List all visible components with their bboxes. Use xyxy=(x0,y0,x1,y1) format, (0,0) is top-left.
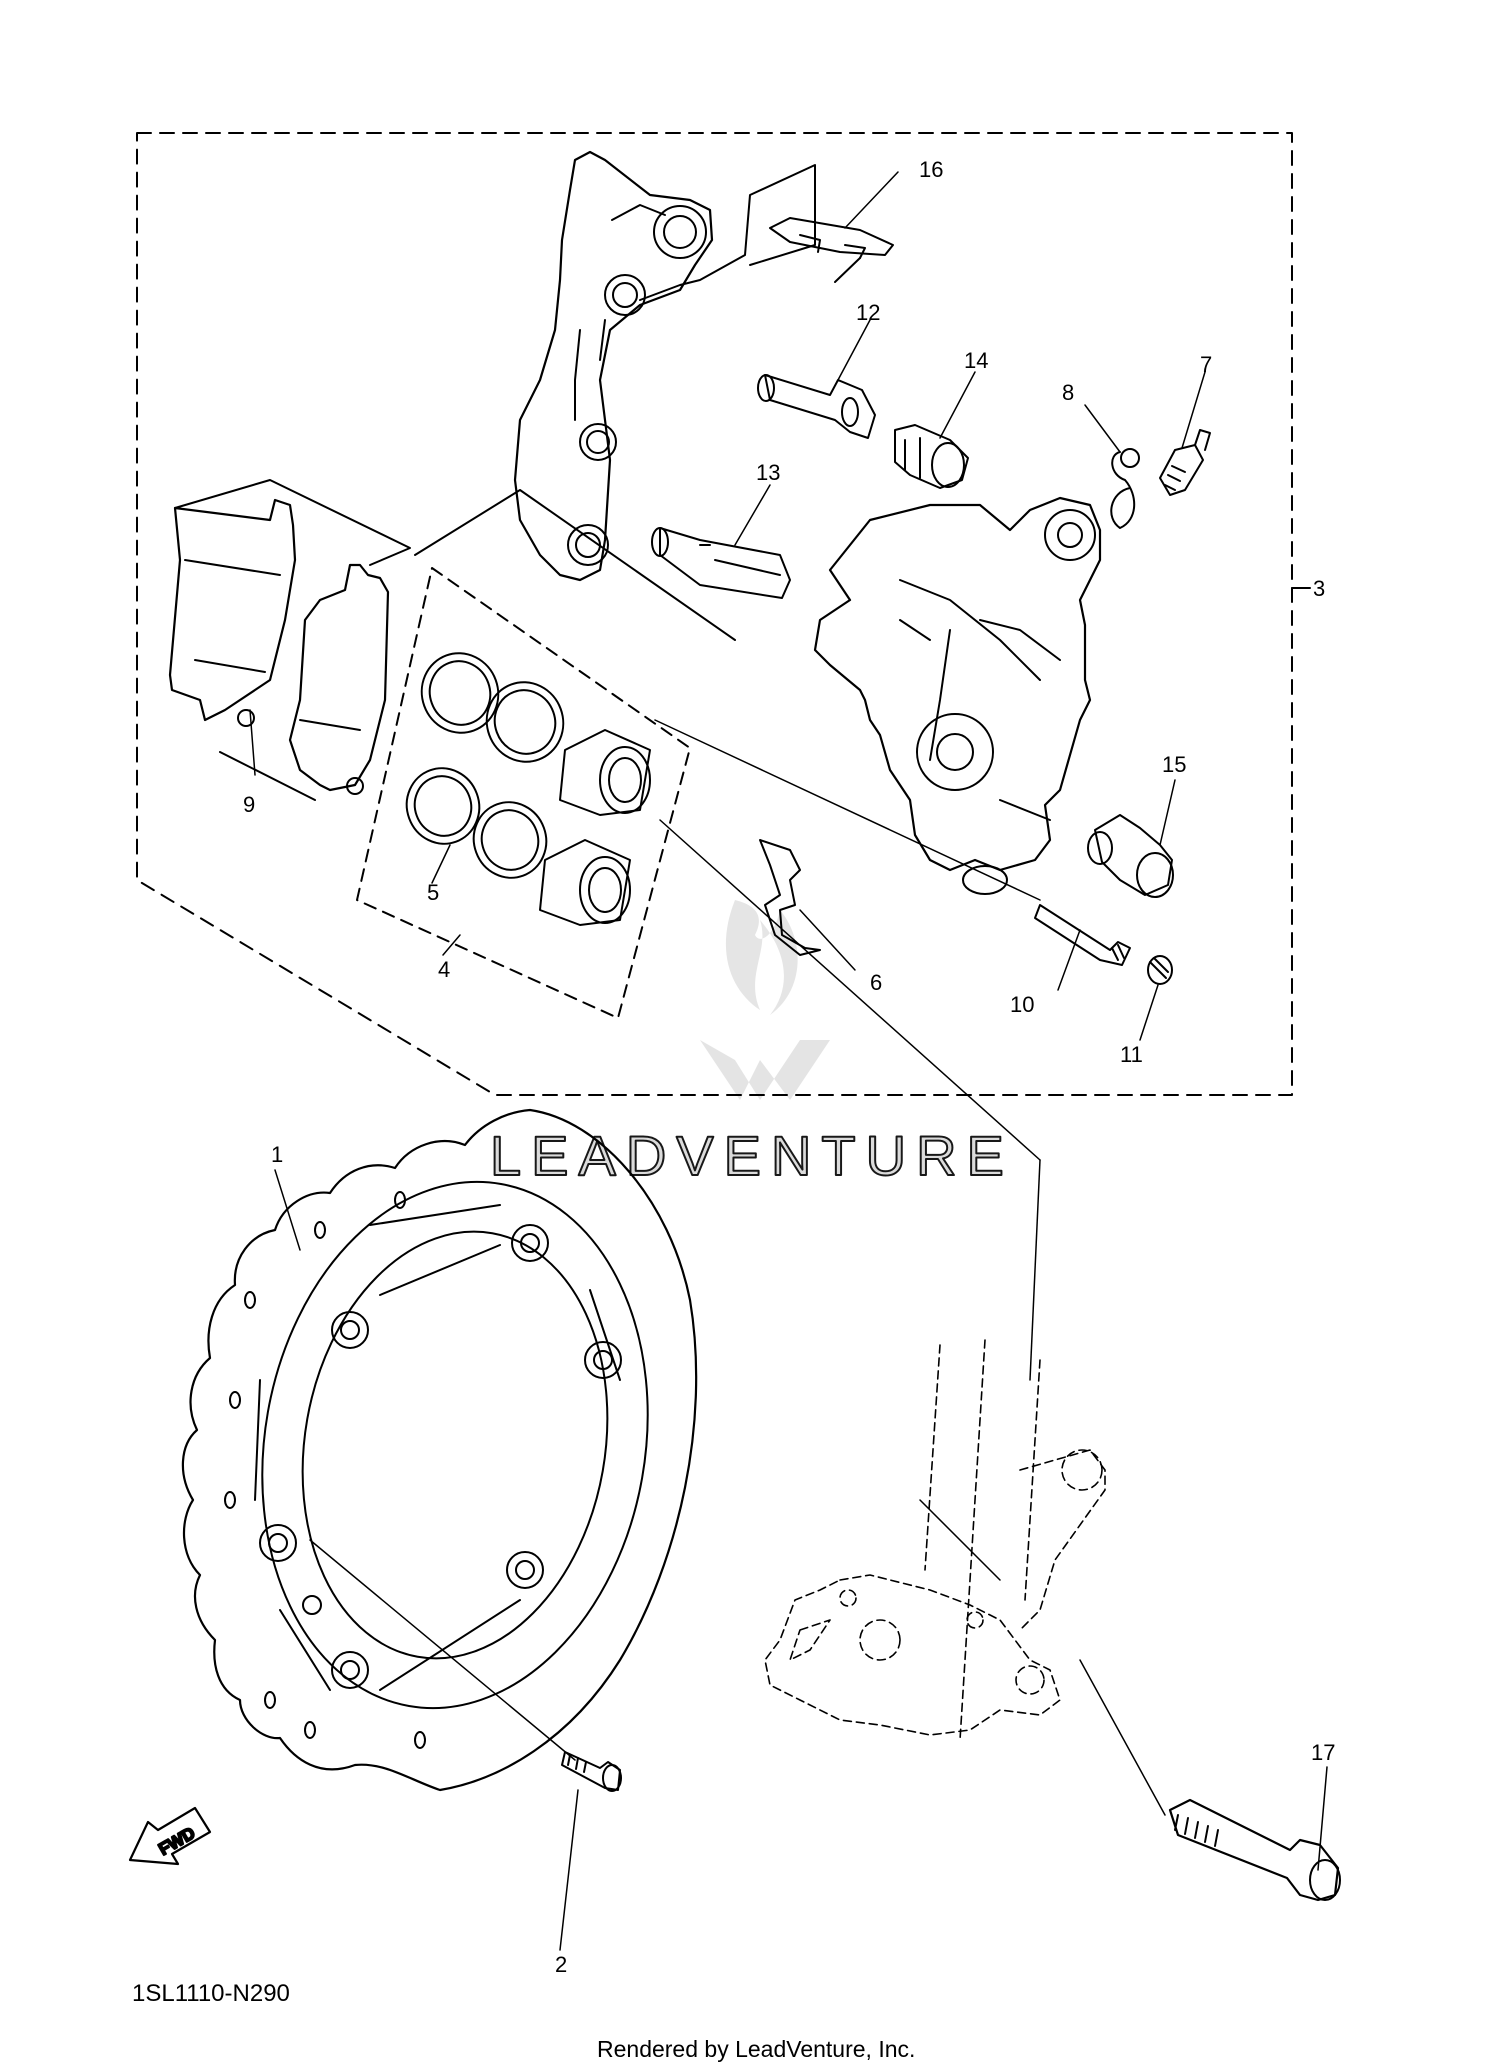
pad-spring-guide xyxy=(639,164,816,301)
callout-16: 16 xyxy=(919,157,943,182)
brake-pad-set xyxy=(168,479,411,801)
pistons xyxy=(539,729,651,926)
rendered-by-footer: Rendered by LeadVenture, Inc. xyxy=(597,2036,915,2062)
leader-lines xyxy=(249,171,1328,1951)
callout-9: 9 xyxy=(243,792,255,817)
pad-pin-plug xyxy=(1147,955,1173,985)
caliper-body xyxy=(813,496,1102,895)
brake-disc xyxy=(181,1108,698,1792)
callout-12: 12 xyxy=(856,300,880,325)
callout-11: 11 xyxy=(1120,1042,1143,1067)
callout-10: 10 xyxy=(1010,992,1034,1017)
callout-15: 15 xyxy=(1162,752,1186,777)
seal-kit-boundary xyxy=(356,567,691,1019)
slide-pin-lower xyxy=(651,527,791,599)
pad-pin-bolt xyxy=(1034,904,1131,966)
diagram-code: 1SL1110-N290 xyxy=(132,1980,290,2007)
caliper-assembly-boundary xyxy=(136,132,1293,1096)
callout-4: 4 xyxy=(438,957,450,982)
callout-labels: 1 2 3 4 5 6 7 8 9 10 11 12 13 14 15 16 1… xyxy=(243,157,1335,1977)
callout-5: 5 xyxy=(427,880,439,905)
pin-boot xyxy=(894,424,969,489)
fork-leg-outline xyxy=(764,1339,1106,1741)
leadventure-watermark: LEADVENTURE xyxy=(489,900,1014,1188)
guide-pin xyxy=(1087,814,1174,898)
callout-13: 13 xyxy=(756,460,780,485)
watermark-text: LEADVENTURE xyxy=(490,1124,1014,1187)
caliper-bracket xyxy=(513,150,714,582)
callout-1: 1 xyxy=(271,1142,283,1167)
callout-8: 8 xyxy=(1062,380,1074,405)
callout-2: 2 xyxy=(555,1952,567,1977)
pad-clip xyxy=(759,839,821,956)
axle-bolt xyxy=(1168,1798,1341,1902)
pad-spring xyxy=(769,217,894,283)
callout-3: 3 xyxy=(1313,576,1325,601)
bleeder-cap xyxy=(1110,448,1140,529)
callout-6: 6 xyxy=(870,970,882,995)
bleeder-screw xyxy=(1159,429,1211,496)
pad-guide-line xyxy=(414,489,736,641)
slide-pin-upper xyxy=(757,374,876,439)
callout-17: 17 xyxy=(1311,1740,1335,1765)
forward-arrow-icon: FWD xyxy=(128,1806,212,1866)
callout-14: 14 xyxy=(964,348,988,373)
piston-seals xyxy=(405,652,565,879)
disc-bolt xyxy=(561,1751,622,1792)
callout-7: 7 xyxy=(1200,352,1212,377)
